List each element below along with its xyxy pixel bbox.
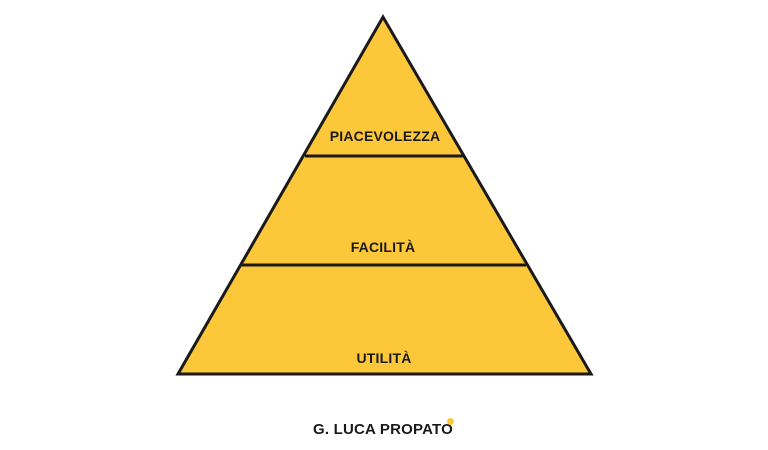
level-label-top: PIACEVOLEZZA bbox=[330, 128, 441, 144]
author-credit: G. LUCA PROPATO bbox=[313, 421, 453, 438]
author-dot-icon bbox=[447, 418, 454, 425]
pyramid-shape bbox=[175, 14, 594, 376]
level-label-bottom: UTILITÀ bbox=[356, 350, 411, 366]
level-label-middle: FACILITÀ bbox=[351, 239, 416, 255]
